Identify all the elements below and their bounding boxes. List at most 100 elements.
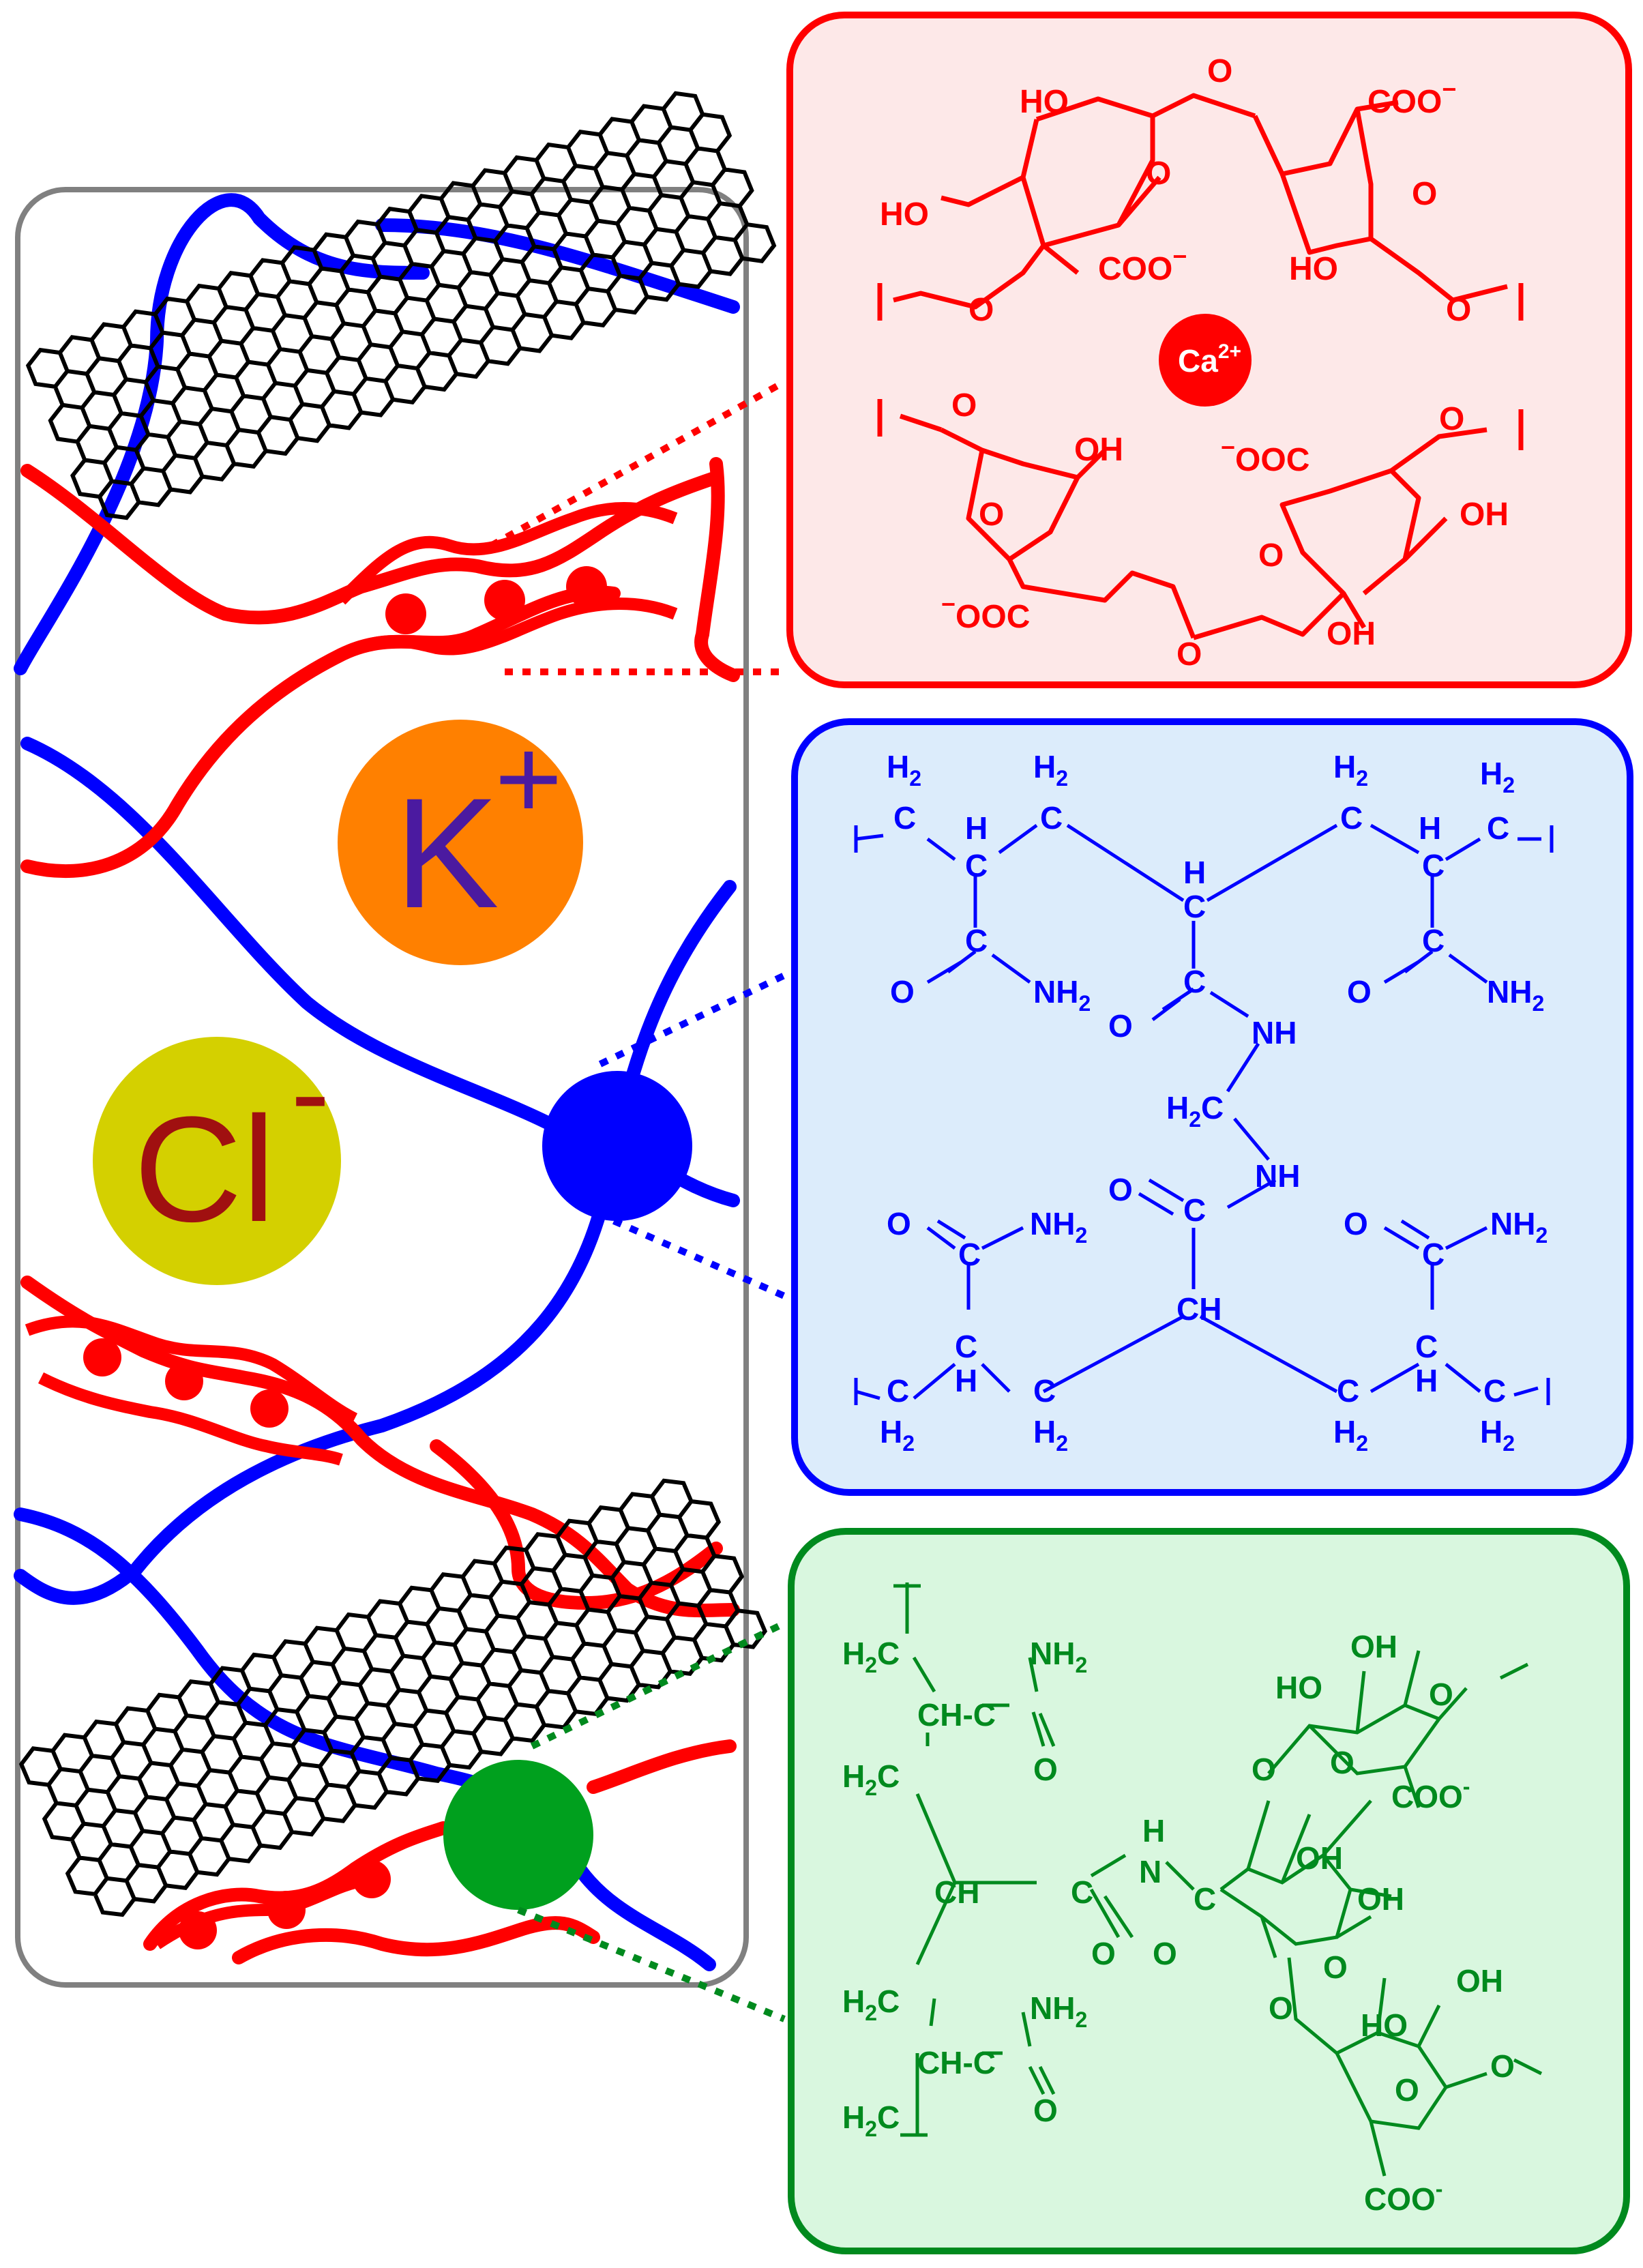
atom-label: C xyxy=(1183,1192,1206,1228)
calcium-dot xyxy=(267,1891,306,1929)
junction-strand xyxy=(336,502,678,605)
oxygen-label: O xyxy=(1439,401,1464,437)
atom-label: C xyxy=(1422,923,1445,958)
atom-label: H2 xyxy=(1333,749,1368,791)
bond xyxy=(877,244,1046,321)
atom-label: OH xyxy=(1357,1881,1404,1917)
bond xyxy=(1138,1178,1196,1289)
nanotube-lattice xyxy=(25,91,777,520)
bond xyxy=(941,116,1161,248)
atom-label: H xyxy=(1142,1813,1165,1849)
bond xyxy=(1267,1650,1529,1808)
network-panel: K + Cl - xyxy=(14,91,777,1988)
hydroxyl-label: HO xyxy=(1020,84,1069,120)
hydroxyl-label: OH xyxy=(1327,616,1376,652)
atom-label: H xyxy=(965,810,988,846)
atom-label: C xyxy=(1194,1881,1216,1917)
calcium-dot xyxy=(165,1362,203,1400)
chloride-ion-label: Cl xyxy=(134,1085,276,1253)
egg-box-junctions xyxy=(25,502,678,1949)
atom-label: O xyxy=(1490,2048,1515,2084)
atom-label: O xyxy=(1108,1008,1133,1044)
bond xyxy=(1192,409,1524,640)
bond xyxy=(900,1881,1056,2137)
atom-label: C xyxy=(955,1329,977,1364)
atom-label: CH-C xyxy=(917,2045,996,2080)
atom-label: NH2 xyxy=(1030,1206,1087,1248)
connector-green-top xyxy=(530,1620,786,1750)
atom-label: O xyxy=(1091,1936,1116,1971)
atom-label: C xyxy=(1183,964,1206,999)
atom-label: C xyxy=(1422,848,1445,883)
hydroxyl-label: HO xyxy=(1289,251,1338,287)
atom-label: H2 xyxy=(1033,1414,1068,1456)
atom-label: C xyxy=(1487,810,1509,846)
pam-chain xyxy=(14,193,430,675)
bond xyxy=(854,1314,1550,1405)
connector-red-top xyxy=(489,379,786,549)
atom-label: COO- xyxy=(1391,1774,1470,1814)
atom-label: H2C xyxy=(842,1758,900,1800)
bond xyxy=(877,399,1080,562)
atom-label: OH xyxy=(1350,1629,1397,1664)
atom-label: C xyxy=(958,1237,981,1272)
chloride-ion: Cl - xyxy=(93,1028,341,1285)
carboxylate-label: COO− xyxy=(1098,242,1187,287)
chloride-ion-charge: - xyxy=(291,1028,330,1158)
potassium-ion-label: K xyxy=(394,765,499,941)
atom-label: C xyxy=(1415,1329,1438,1364)
oxygen-label: O xyxy=(1207,53,1232,89)
potassium-ion: K + xyxy=(338,714,583,965)
atom-label: O xyxy=(1153,1936,1177,1971)
calcium-dot xyxy=(385,593,426,634)
bond xyxy=(1007,448,1196,639)
atom-label: C xyxy=(1183,889,1206,924)
oxygen-label: O xyxy=(951,387,977,424)
atom-label: O xyxy=(1108,1172,1133,1207)
oxygen-label: O xyxy=(1446,292,1471,328)
atom-label: C xyxy=(1071,1874,1093,1910)
pam-chain xyxy=(20,737,621,1153)
connector-green-bottom xyxy=(517,1906,786,2022)
pam-panel-box xyxy=(791,718,1633,1496)
atom-label: H2 xyxy=(1480,1414,1515,1456)
atom-label: O xyxy=(1252,1752,1276,1787)
alginate-chain xyxy=(587,1739,737,1794)
atom-label: COO- xyxy=(1364,2177,1442,2217)
atom-label: C xyxy=(887,1373,909,1409)
atom-label: C xyxy=(893,800,916,836)
alginate-chain xyxy=(20,1276,740,1618)
atom-label: H xyxy=(1419,810,1441,846)
bond xyxy=(1287,1957,1543,2177)
junction-strand xyxy=(338,598,678,661)
atom-label: C xyxy=(1483,1373,1506,1409)
calcium-ion-label: Ca2+ xyxy=(1178,340,1241,379)
atom-label: H2 xyxy=(1333,1414,1368,1456)
hydroxyl-label: HO xyxy=(880,196,929,233)
atom-label: C xyxy=(965,923,988,958)
atom-label: C xyxy=(1422,1237,1445,1272)
alginate-panel: O HO O HO COO− O COO− O HO O O OH O −OOC… xyxy=(786,12,1632,688)
calcium-dot xyxy=(484,580,525,621)
atom-label: NH2 xyxy=(1487,974,1544,1016)
bond xyxy=(893,1582,1056,1747)
bond xyxy=(1252,100,1524,321)
oxygen-label: O xyxy=(1412,176,1437,212)
mba-crosslink-node xyxy=(542,1071,692,1221)
atom-label: H2 xyxy=(1480,756,1515,797)
atom-label: O xyxy=(890,974,915,1010)
calcium-dot xyxy=(566,566,607,607)
atom-label: H xyxy=(955,1363,977,1398)
oxygen-label: O xyxy=(1146,156,1171,192)
atom-label: HO xyxy=(1361,2007,1408,2043)
bond xyxy=(1151,921,1249,1021)
atom-label: CH-C xyxy=(917,1697,996,1733)
atom-label: OH xyxy=(1296,1840,1343,1876)
oxygen-label: O xyxy=(1176,636,1202,673)
atom-label: H2C xyxy=(842,1984,900,2025)
junction-strand xyxy=(25,1315,358,1425)
atom-label: C xyxy=(1337,1373,1359,1409)
